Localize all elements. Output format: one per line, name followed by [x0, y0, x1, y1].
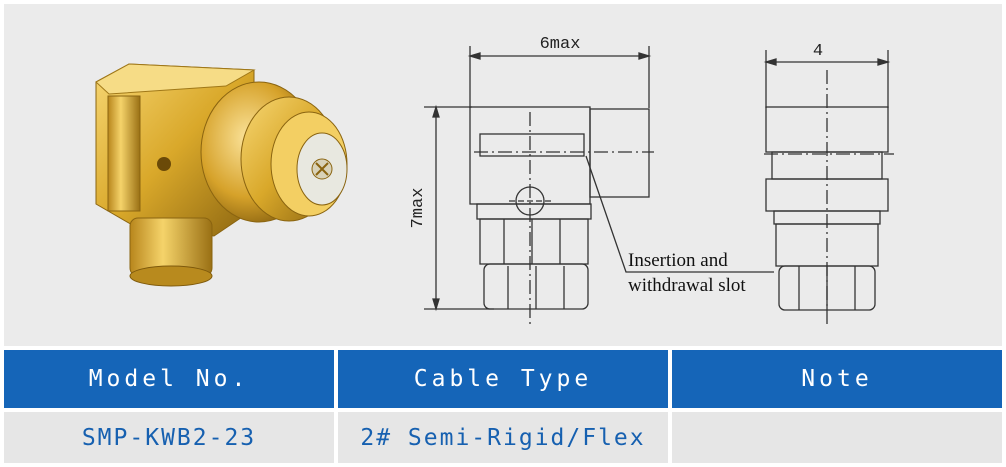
side-view: [763, 50, 894, 326]
cell-cable-type: 2# Semi-Rigid/Flex: [338, 412, 668, 463]
callout-text-line1: Insertion and: [628, 250, 728, 271]
connector-render: [95, 63, 348, 287]
cell-model-no: SMP-KWB2-23: [4, 412, 334, 463]
header-cable-type: Cable Type: [338, 350, 668, 408]
product-figure-panel: 6max 4 7max Insertion and withdrawal slo…: [4, 4, 1002, 346]
connector-drawing: 6max 4 7max Insertion and withdrawal slo…: [95, 35, 894, 326]
dim-height-label: 7max: [409, 188, 428, 229]
front-view: [424, 46, 774, 326]
cell-note: [672, 412, 1002, 463]
spec-table: Model No. Cable Type Note SMP-KWB2-23 2#…: [4, 350, 1002, 463]
header-model-no: Model No.: [4, 350, 334, 408]
dim-depth-label: 4: [813, 42, 823, 61]
header-note: Note: [672, 350, 1002, 408]
callout-text-line2: withdrawal slot: [628, 275, 746, 296]
dim-width-label: 6max: [540, 35, 581, 54]
